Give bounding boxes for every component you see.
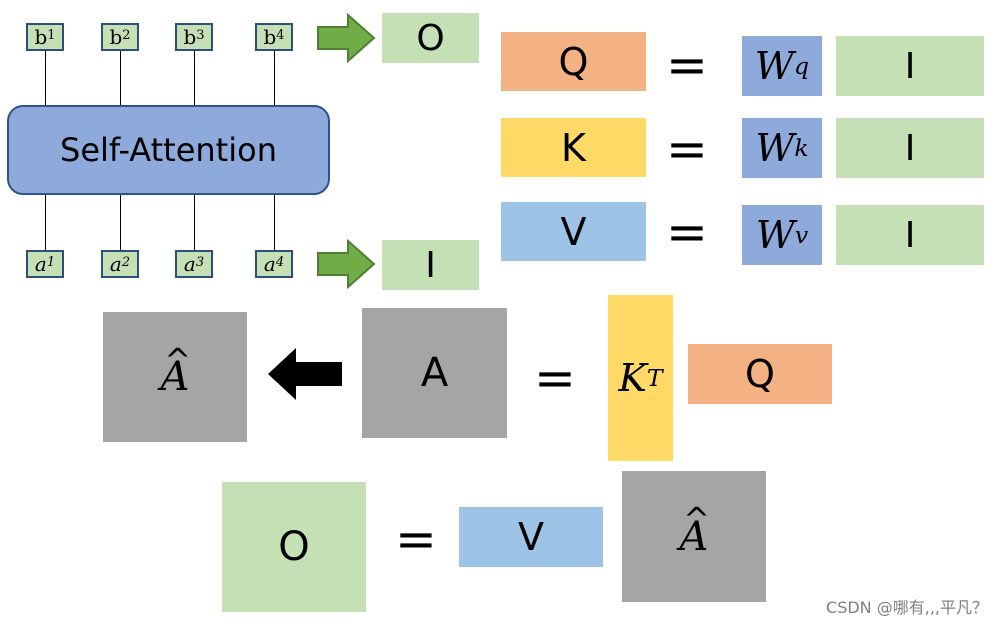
matrix-i: I — [836, 205, 984, 265]
self-attention-block: Self-Attention — [7, 105, 330, 195]
watermark: CSDN @哪有,,,平凡？ — [826, 598, 988, 617]
matrix-i: I — [836, 118, 984, 178]
connector-line — [194, 51, 195, 106]
matrix-a-hat: ^A — [622, 471, 766, 602]
matrix-o: O — [222, 482, 366, 612]
input-matrix-i: I — [382, 240, 479, 290]
matrix-v: V — [501, 202, 646, 261]
matrix-q: Q — [501, 32, 646, 91]
arrow-right-icon — [317, 13, 376, 63]
connector-line — [120, 195, 121, 250]
self-attention-label: Self-Attention — [60, 131, 277, 169]
arrow-left-icon — [268, 348, 342, 400]
output-matrix-o: O — [382, 13, 479, 63]
arrow-right-icon — [317, 239, 376, 289]
equals-sign: = — [666, 203, 708, 261]
matrix-i: I — [836, 36, 984, 96]
connector-line — [194, 195, 195, 250]
connector-line — [120, 51, 121, 106]
connector-line — [274, 51, 275, 106]
matrix-v: V — [459, 507, 603, 567]
matrix-k: K — [501, 118, 646, 177]
matrix-a: A — [362, 308, 507, 438]
connector-line — [45, 195, 46, 250]
connector-line — [45, 51, 46, 106]
equals-sign: = — [395, 510, 437, 568]
connector-line — [274, 195, 275, 250]
matrix-q: Q — [688, 344, 832, 404]
matrix-a-hat: ^A — [103, 312, 247, 442]
equals-sign: = — [666, 120, 708, 178]
equals-sign: = — [534, 349, 576, 407]
equals-sign: = — [666, 36, 708, 94]
